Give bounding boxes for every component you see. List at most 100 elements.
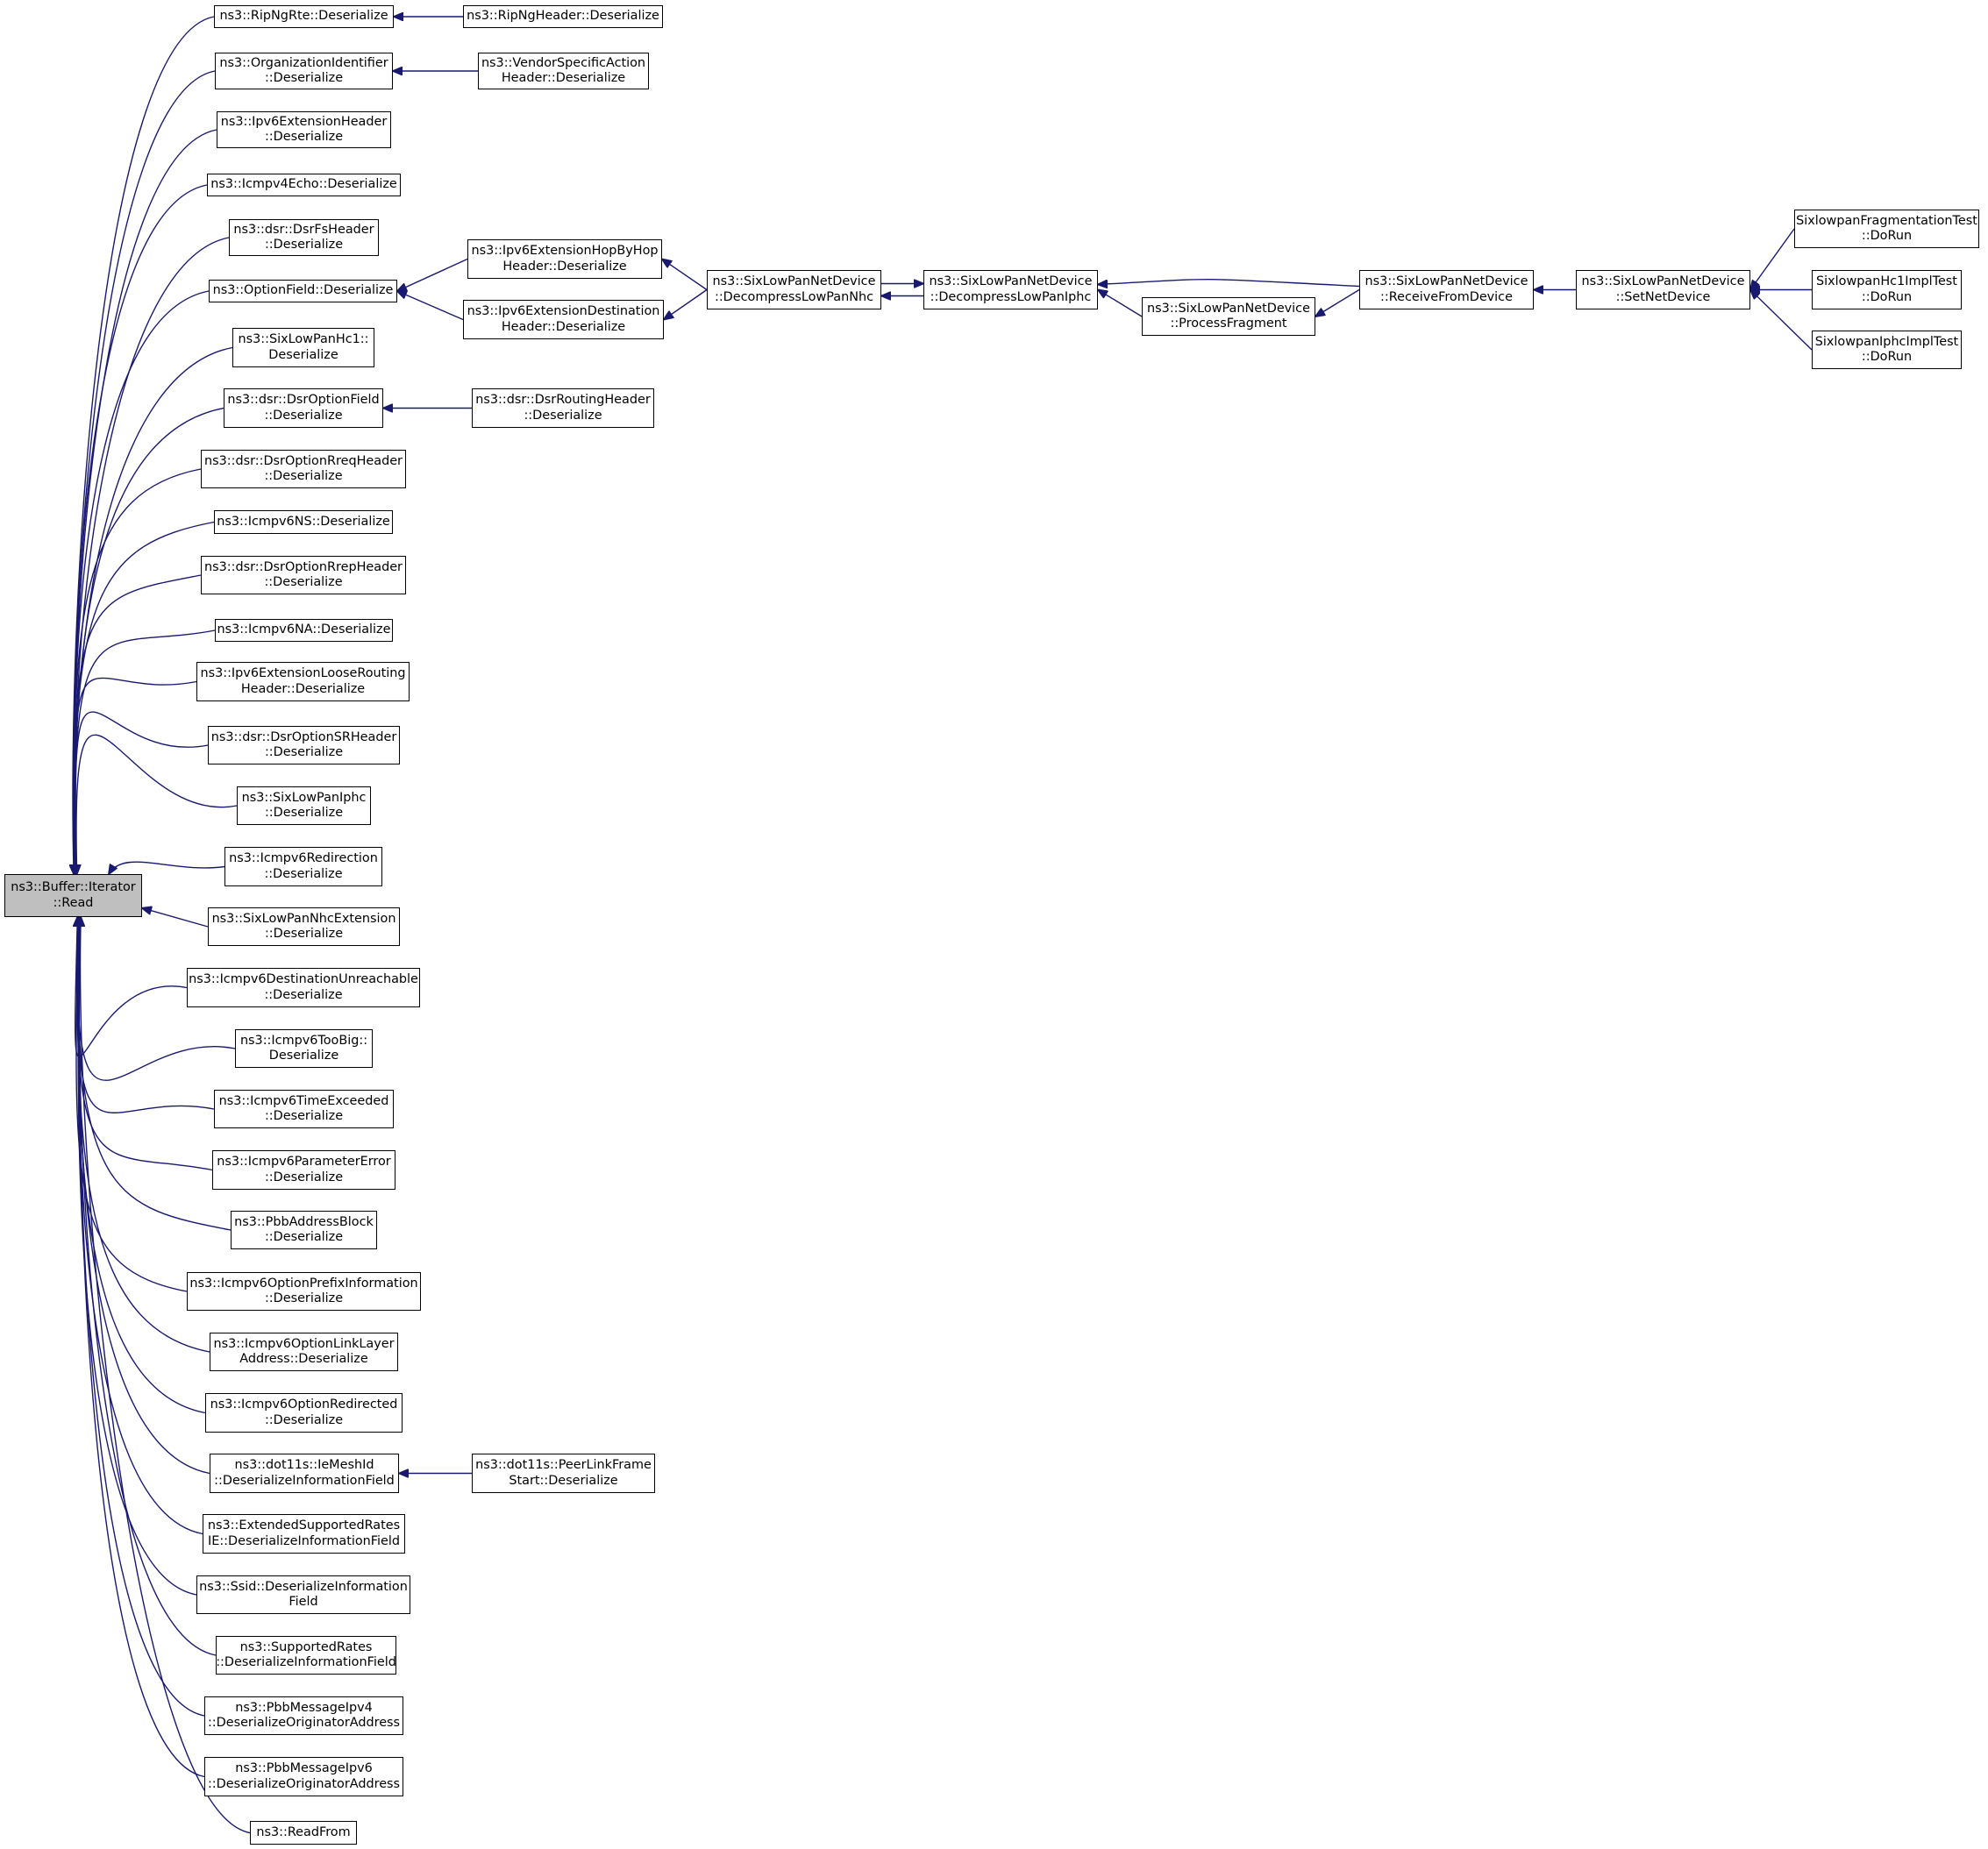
graph-node-ripngheader[interactable]: ns3::RipNgHeader::Deserialize <box>463 5 663 28</box>
node-label-line: Deserialize <box>268 1049 339 1063</box>
node-label-line: ::DecompressLowPanNhc <box>714 289 874 304</box>
graph-node-sixiphc[interactable]: ns3::SixLowPanIphc::Deserialize <box>237 786 371 825</box>
edge-decompnhc-to-hopbyhop <box>662 260 708 291</box>
graph-node-icmpna[interactable]: ns3::Icmpv6NA::Deserialize <box>215 619 393 642</box>
node-label-line: ns3::RipNgHeader::Deserialize <box>467 9 659 24</box>
edge-receive-to-decompiphc <box>1098 279 1360 287</box>
node-label-line: ns3::ReadFrom <box>256 1824 351 1839</box>
node-label-line: ::Deserialize <box>264 1412 344 1427</box>
graph-node-root[interactable]: ns3::Buffer::Iterator::Read <box>4 874 142 917</box>
node-label-line: ns3::Ipv6ExtensionHeader <box>220 114 388 129</box>
node-label-line: ns3::Icmpv6OptionRedirected <box>210 1397 398 1412</box>
edge-nhcext-to-root <box>142 908 209 928</box>
node-label-line: SixlowpanHc1ImplTest <box>1816 274 1957 288</box>
node-label-line: ns3::dot11s::PeerLinkFrame <box>475 1458 652 1472</box>
graph-node-dsroptfield[interactable]: ns3::dsr::DsrOptionField::Deserialize <box>224 388 383 428</box>
graph-node-iemeshid[interactable]: ns3::dot11s::IeMeshId::DeserializeInform… <box>210 1454 399 1493</box>
node-label-line: ns3::Buffer::Iterator <box>11 880 136 894</box>
edge-decompnhc-to-destination <box>664 288 708 320</box>
graph-node-supprates[interactable]: ns3::SupportedRates::DeserializeInformat… <box>216 1636 396 1675</box>
graph-node-processfrag[interactable]: ns3::SixLowPanNetDevice::ProcessFragment <box>1142 297 1315 336</box>
node-label-line: ::DeserializeOriginatorAddress <box>207 1716 401 1730</box>
node-label-line: ns3::SixLowPanNhcExtension <box>211 911 396 926</box>
node-label-line: ::Deserialize <box>264 1170 344 1184</box>
graph-node-pbbaddr[interactable]: ns3::PbbAddressBlock::Deserialize <box>231 1211 377 1249</box>
node-label-line: ns3::Icmpv6ParameterError <box>217 1155 391 1169</box>
graph-node-pbbv6[interactable]: ns3::PbbMessageIpv6::DeserializeOriginat… <box>204 1757 403 1796</box>
graph-node-hc1test[interactable]: SixlowpanHc1ImplTest::DoRun <box>1812 270 1962 309</box>
node-label-line: ::Deserialize <box>264 1291 344 1305</box>
graph-node-dsrfs[interactable]: ns3::dsr::DsrFsHeader::Deserialize <box>229 219 379 256</box>
graph-node-redirection[interactable]: ns3::Icmpv6Redirection::Deserialize <box>224 847 382 886</box>
node-label-line: ::DeserializeOriginatorAddress <box>207 1776 401 1791</box>
node-label-line: ::ReceiveFromDevice <box>1380 289 1513 304</box>
node-label-line: ::DecompressLowPanIphc <box>930 289 1092 304</box>
node-label-line: ns3::VendorSpecificAction <box>481 55 646 70</box>
node-label-line: ::Deserialize <box>264 987 343 1002</box>
node-label-line: ns3::ExtendedSupportedRates <box>207 1518 401 1533</box>
node-label-line: ns3::PbbMessageIpv6 <box>235 1761 373 1775</box>
node-label-line: SixlowpanIphcImplTest <box>1814 334 1959 349</box>
node-label-line: ::Read <box>53 895 94 910</box>
graph-node-rrep[interactable]: ns3::dsr::DsrOptionRrepHeader::Deseriali… <box>201 556 406 594</box>
graph-node-orgid[interactable]: ns3::OrganizationIdentifier::Deserialize <box>215 53 393 89</box>
node-label-line: ns3::Icmpv6TooBig:: <box>239 1033 368 1048</box>
node-label-line: ns3::dsr::DsrOptionRrepHeader <box>204 559 403 574</box>
graph-node-sixhc1[interactable]: ns3::SixLowPanHc1::Deserialize <box>232 328 374 367</box>
graph-node-readfrom[interactable]: ns3::ReadFrom <box>250 1821 357 1845</box>
graph-node-nhcext[interactable]: ns3::SixLowPanNhcExtension::Deserialize <box>208 907 400 946</box>
edge-hopbyhop-to-optionfield <box>397 258 468 292</box>
graph-node-icmpv4echo[interactable]: ns3::Icmpv4Echo::Deserialize <box>207 174 401 196</box>
graph-node-dsrsr[interactable]: ns3::dsr::DsrOptionSRHeader::Deserialize <box>208 726 400 764</box>
node-label-line: ::Deserialize <box>264 1109 344 1123</box>
graph-node-timeexceeded[interactable]: ns3::Icmpv6TimeExceeded::Deserialize <box>214 1090 394 1128</box>
graph-node-receive[interactable]: ns3::SixLowPanNetDevice::ReceiveFromDevi… <box>1359 270 1534 309</box>
node-label-line: ns3::dsr::DsrRoutingHeader <box>475 393 651 407</box>
edge-readfrom-to-root <box>81 917 251 1834</box>
graph-node-decompiphc[interactable]: ns3::SixLowPanNetDevice::DecompressLowPa… <box>923 270 1098 309</box>
graph-node-decompnhc[interactable]: ns3::SixLowPanNetDevice::DecompressLowPa… <box>707 270 881 309</box>
node-label-line: ::Deserialize <box>524 408 602 423</box>
graph-node-paramerror[interactable]: ns3::Icmpv6ParameterError::Deserialize <box>212 1150 395 1190</box>
graph-node-pbbv4[interactable]: ns3::PbbMessageIpv4::DeserializeOriginat… <box>204 1696 403 1735</box>
graph-node-destunreach[interactable]: ns3::Icmpv6DestinationUnreachable::Deser… <box>187 968 420 1007</box>
node-label-line: ns3::Icmpv6DestinationUnreachable <box>189 972 418 986</box>
node-label-line: Field <box>289 1595 318 1609</box>
node-label-line: ns3::dsr::DsrOptionField <box>227 393 380 407</box>
graph-node-iphctest[interactable]: SixlowpanIphcImplTest::DoRun <box>1812 331 1962 369</box>
graph-node-optionfield[interactable]: ns3::OptionField::Deserialize <box>209 280 397 302</box>
edge-fragtest-to-setnet <box>1750 228 1795 290</box>
node-label-line: ::Deserialize <box>264 71 344 85</box>
node-label-line: ::DoRun <box>1861 350 1913 364</box>
node-label-line: ns3::Icmpv6TimeExceeded <box>218 1093 389 1108</box>
graph-node-prefixinfo[interactable]: ns3::Icmpv6OptionPrefixInformation::Dese… <box>187 1272 421 1311</box>
node-label-line: ns3::SixLowPanNetDevice <box>1365 274 1528 288</box>
node-label-line: Start::Deserialize <box>509 1473 618 1488</box>
node-label-line: ns3::Icmpv6OptionPrefixInformation <box>189 1276 418 1291</box>
node-label-line: ::DeserializeInformationField <box>216 1655 396 1669</box>
graph-node-rreq[interactable]: ns3::dsr::DsrOptionRreqHeader::Deseriali… <box>201 450 406 488</box>
graph-node-optredirected[interactable]: ns3::Icmpv6OptionRedirected::Deserialize <box>205 1393 403 1433</box>
node-label-line: ns3::Ipv6ExtensionDestination <box>467 304 660 318</box>
node-label-line: ::ProcessFragment <box>1170 316 1287 331</box>
edge-redirection-to-root <box>109 861 225 874</box>
graph-node-dsrrouting[interactable]: ns3::dsr::DsrRoutingHeader::Deserialize <box>472 388 654 428</box>
node-label-line: ns3::dsr::DsrOptionSRHeader <box>210 729 397 744</box>
node-label-line: ns3::PbbAddressBlock <box>234 1214 374 1229</box>
graph-node-fragtest[interactable]: SixlowpanFragmentationTest::DoRun <box>1794 210 1979 248</box>
graph-node-ipv6ext[interactable]: ns3::Ipv6ExtensionHeader::Deserialize <box>217 111 391 148</box>
graph-node-setnet[interactable]: ns3::SixLowPanNetDevice::SetNetDevice <box>1576 270 1750 309</box>
graph-node-icmpns[interactable]: ns3::Icmpv6NS::Deserialize <box>214 510 393 534</box>
graph-node-toobig[interactable]: ns3::Icmpv6TooBig::Deserialize <box>235 1029 373 1068</box>
graph-node-ripngrte[interactable]: ns3::RipNgRte::Deserialize <box>214 5 394 28</box>
